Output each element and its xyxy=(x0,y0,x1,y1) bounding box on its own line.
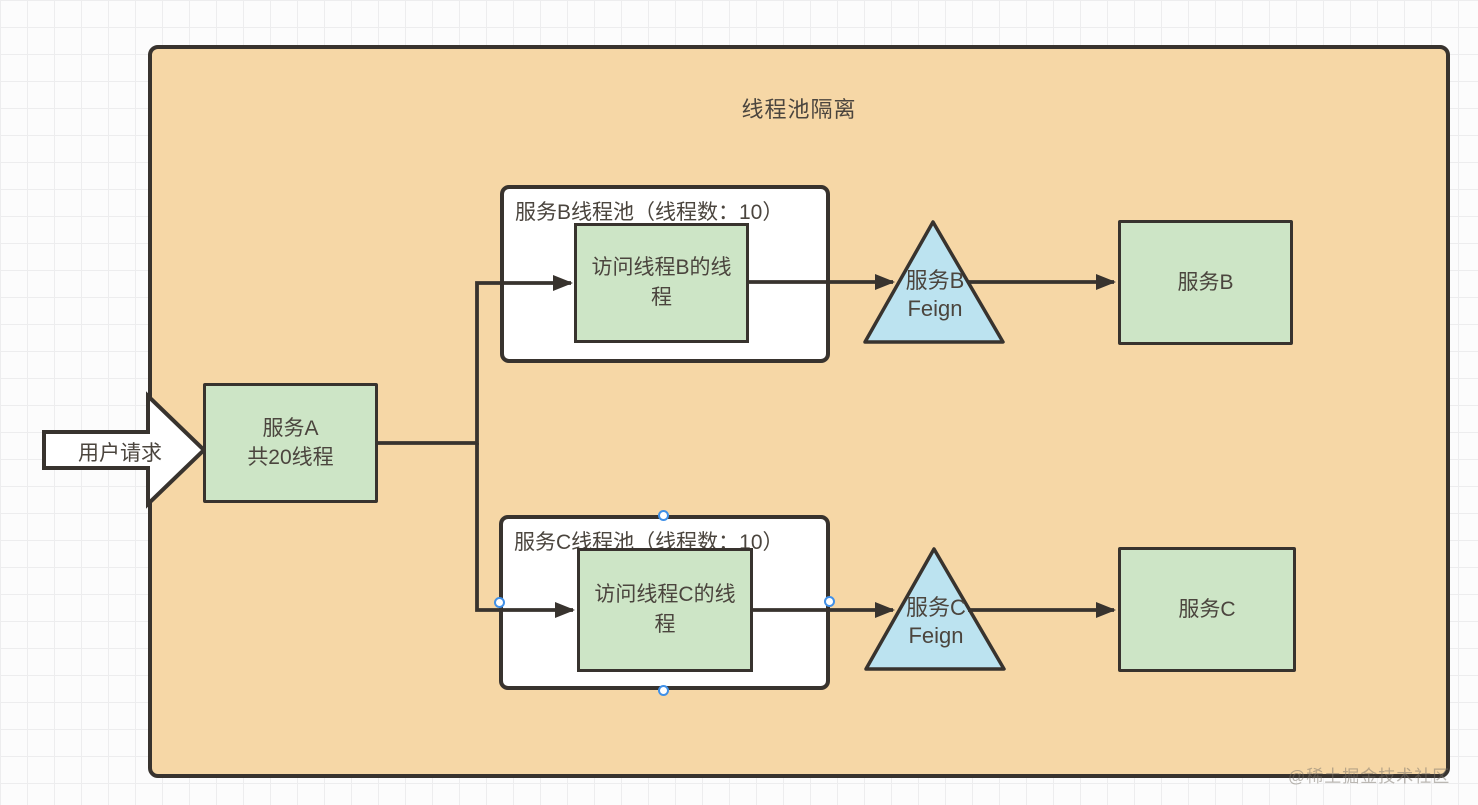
service-c-node[interactable]: 服务C xyxy=(1118,547,1296,672)
thread-c-label: 访问线程C的线程 xyxy=(594,583,736,636)
pool-c-box[interactable]: 服务C线程池（线程数：10） 访问线程C的线程 xyxy=(499,515,830,690)
diagram-title: 线程池隔离 xyxy=(741,97,857,122)
selection-handle-top[interactable] xyxy=(658,510,669,521)
pool-b-title: 服务B线程池（线程数：10） xyxy=(515,201,784,224)
watermark: @稀土掘金技术社区 xyxy=(1288,767,1451,786)
thread-b-label: 访问线程B的线程 xyxy=(591,256,732,309)
selection-handle-right[interactable] xyxy=(824,596,835,607)
edge-service-a-to-pool-c[interactable] xyxy=(475,443,575,618)
thread-b-node[interactable]: 访问线程B的线程 xyxy=(574,223,749,343)
service-c-label: 服务C xyxy=(1178,598,1236,621)
service-b-label: 服务B xyxy=(1177,271,1234,294)
service-b-node[interactable]: 服务B xyxy=(1118,220,1293,345)
thread-c-node[interactable]: 访问线程C的线程 xyxy=(577,548,753,672)
selection-handle-bottom[interactable] xyxy=(658,685,669,696)
selection-handle-left[interactable] xyxy=(494,597,505,608)
pool-b-box[interactable]: 服务B线程池（线程数：10） 访问线程B的线程 xyxy=(500,185,830,363)
service-a-node[interactable]: 服务A 共20线程 xyxy=(203,383,378,503)
edge-service-a-to-pool-b[interactable] xyxy=(377,275,573,445)
block-arrow-right-icon[interactable] xyxy=(42,391,207,509)
user-request-arrow-shape xyxy=(42,391,207,509)
service-a-label: 服务A 共20线程 xyxy=(247,417,334,469)
